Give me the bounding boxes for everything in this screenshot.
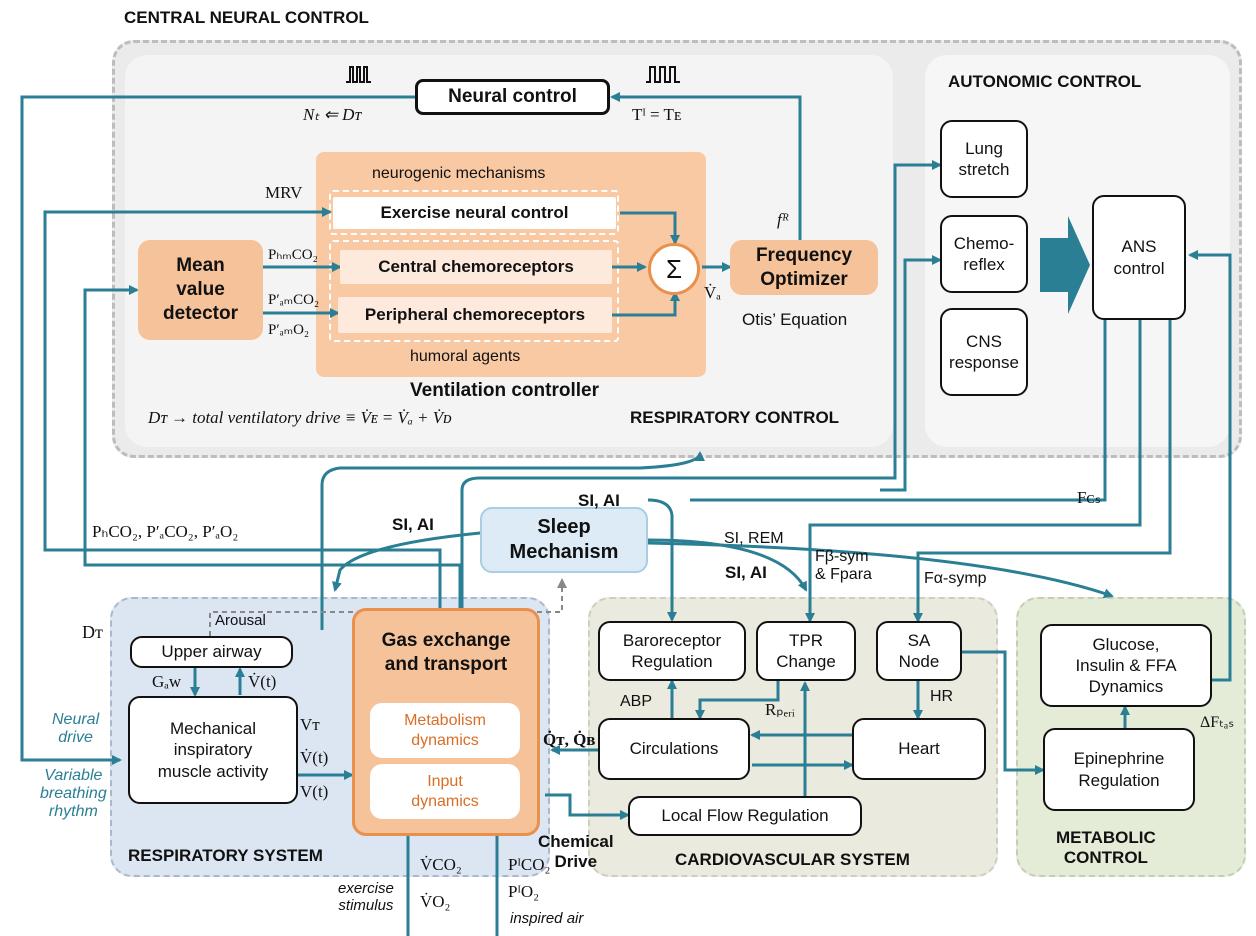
wire-ans-sa (913, 320, 1172, 623)
summation-node: Σ (648, 243, 700, 295)
dt-equation-label: Dᴛ → total ventilatory drive ≡ V̇ᴇ = V̇ₐ… (148, 408, 452, 427)
wire-pbco2 (83, 285, 462, 620)
vdot-up-label: V̇(t) (248, 672, 277, 691)
respiratory-system-title: RESPIRATORY SYSTEM (128, 846, 323, 865)
wire-sleep-cardio (647, 538, 808, 592)
lung-stretch-box: Lung stretch (940, 120, 1028, 198)
si-ai-label-right: SI, AI (725, 563, 767, 582)
wire-sleep-baro (647, 498, 677, 622)
fr-label: fᴿ (777, 210, 790, 229)
va-label: V̇ₐ (704, 283, 721, 302)
gaw-label: Gₐw (152, 672, 182, 691)
sa-node-box: SA Node (876, 621, 962, 681)
wire-tpr-circ (695, 681, 780, 720)
mrv-label: MRV (265, 183, 303, 202)
cns-response-box: CNS response (940, 308, 1028, 396)
falpha-label: Fα-symp (924, 570, 987, 587)
exercise-stimulus-label: exercise stimulus (338, 880, 394, 914)
mean-value-detector-box: Mean value detector (138, 240, 263, 340)
ventilation-controller-label: Ventilation controller (410, 380, 599, 401)
glucose-insulin-box: Glucose, Insulin & FFA Dynamics (1040, 624, 1212, 707)
pamo2-label: P′ₐₘO₂ (268, 322, 310, 338)
pbmco2-label: PₕₘCO₂ (268, 247, 318, 263)
wire-sleep-resp (332, 531, 481, 592)
otis-equation-label: Otis’ Equation (742, 310, 848, 329)
autonomic-control-title: AUTONOMIC CONTROL (948, 72, 1142, 91)
heart-box: Heart (852, 718, 986, 780)
local-flow-regulation-box: Local Flow Regulation (628, 796, 862, 836)
wire-neural-drive (20, 95, 415, 765)
humoral-label: humoral agents (410, 348, 521, 365)
ti-te-label: Tᴵ = Tᴇ (632, 105, 682, 124)
wire-ans-baro (690, 320, 1107, 502)
neurogenic-label: neurogenic mechanisms (372, 165, 546, 182)
sleep-mechanism-box: Sleep Mechanism (480, 507, 648, 573)
variable-breathing-label: Variable breathing rhythm (40, 767, 107, 820)
chemoreflex-box: Chemo- reflex (940, 215, 1028, 293)
pulse-train-icon-left (346, 66, 371, 83)
wire-peripheral-sigma (612, 291, 680, 317)
wire-to-chemoreflex (880, 255, 942, 492)
metabolic-control-title: METABOLIC CONTROL (1056, 828, 1156, 867)
gas-exchange-label: Gas exchange and transport (381, 630, 511, 675)
central-chemoreceptors-box: Central chemoreceptors (340, 250, 612, 284)
ans-control-box: ANS control (1092, 195, 1186, 320)
exercise-neural-control-box: Exercise neural control (333, 197, 616, 229)
nt-dt-label: Nₜ ⇐ Dᴛ (303, 105, 361, 124)
pio2-label: PᴵO₂ (508, 882, 540, 901)
wire-sa-epi (962, 650, 1045, 775)
dt-left-label: Dᴛ (82, 622, 103, 642)
si-rem-label: SI, REM (724, 530, 784, 547)
vco2-label: V̇CO₂ (420, 855, 462, 874)
epinephrine-regulation-box: Epinephrine Regulation (1043, 728, 1195, 811)
wire-gas-to-resp-ctrl (320, 451, 705, 630)
pulse-train-icon-right (646, 66, 680, 83)
wire-gas-lungstretch (460, 160, 942, 610)
neural-drive-label: Neural drive (52, 711, 100, 746)
cardiovascular-system-title: CARDIOVASCULAR SYSTEM (675, 850, 910, 869)
tpr-change-box: TPR Change (756, 621, 856, 681)
v-label: V(t) (300, 782, 329, 801)
chemoreflex-ans-block-arrow (1040, 216, 1090, 314)
pamco2-label: P′ₐₘCO₂ (268, 292, 320, 308)
si-ai-label-top: SI, AI (578, 491, 620, 510)
qt-qb-label: Q̇ᴛ, Q̇ʙ (543, 730, 596, 749)
wire-exercise-sigma (620, 211, 680, 245)
pico2-label: PᴵCO₂ (508, 855, 551, 874)
wire-ans-tpr (805, 320, 1142, 623)
metabolism-dynamics-box: Metabolism dynamics (370, 703, 520, 758)
si-ai-label-left: SI, AI (392, 515, 434, 534)
mechanical-inspiratory-box: Mechanical inspiratory muscle activity (128, 696, 298, 804)
neural-control-box: Neural control (415, 79, 610, 115)
wire-metabolic-ans (1188, 250, 1232, 682)
humoral-container (329, 240, 619, 342)
upper-airway-box: Upper airway (130, 636, 293, 668)
chemical-drive-label: Chemical Drive (538, 832, 614, 871)
central-neural-control-title: CENTRAL NEURAL CONTROL (124, 8, 369, 27)
circulations-box: Circulations (598, 718, 750, 780)
hr-label: HR (930, 688, 954, 705)
rperi-label: Rₚₑᵣᵢ (765, 700, 795, 719)
vt-label: Vᴛ (300, 715, 320, 734)
wire-fr-to-neural (610, 92, 802, 240)
vdot-label: V̇(t) (300, 748, 329, 767)
input-dynamics-box: Input dynamics (370, 764, 520, 819)
vo2-label: V̇O₂ (420, 892, 451, 911)
delta-ftas-label: ΔFₜₐₛ (1200, 714, 1235, 731)
arousal-label: Arousal (215, 612, 266, 629)
peripheral-chemoreceptors-box: Peripheral chemoreceptors (338, 297, 612, 333)
wire-sleep-metabolic (647, 541, 1114, 599)
frequency-optimizer-box: Frequency Optimizer (730, 240, 878, 295)
pbco2-list-label: PₕCO₂, P′ₐCO₂, P′ₐO₂ (92, 522, 239, 541)
wire-mrv (43, 207, 442, 620)
inspired-air-label: inspired air (510, 910, 584, 927)
wire-gas-local (545, 793, 630, 820)
fbeta-label: Fβ-sym & Fpara (815, 548, 872, 583)
abp-label: ABP (620, 693, 653, 710)
fcs-label: Fᴄₛ (1077, 488, 1101, 507)
baroreceptor-regulation-box: Baroreceptor Regulation (598, 621, 746, 681)
respiratory-control-title: RESPIRATORY CONTROL (630, 408, 840, 427)
